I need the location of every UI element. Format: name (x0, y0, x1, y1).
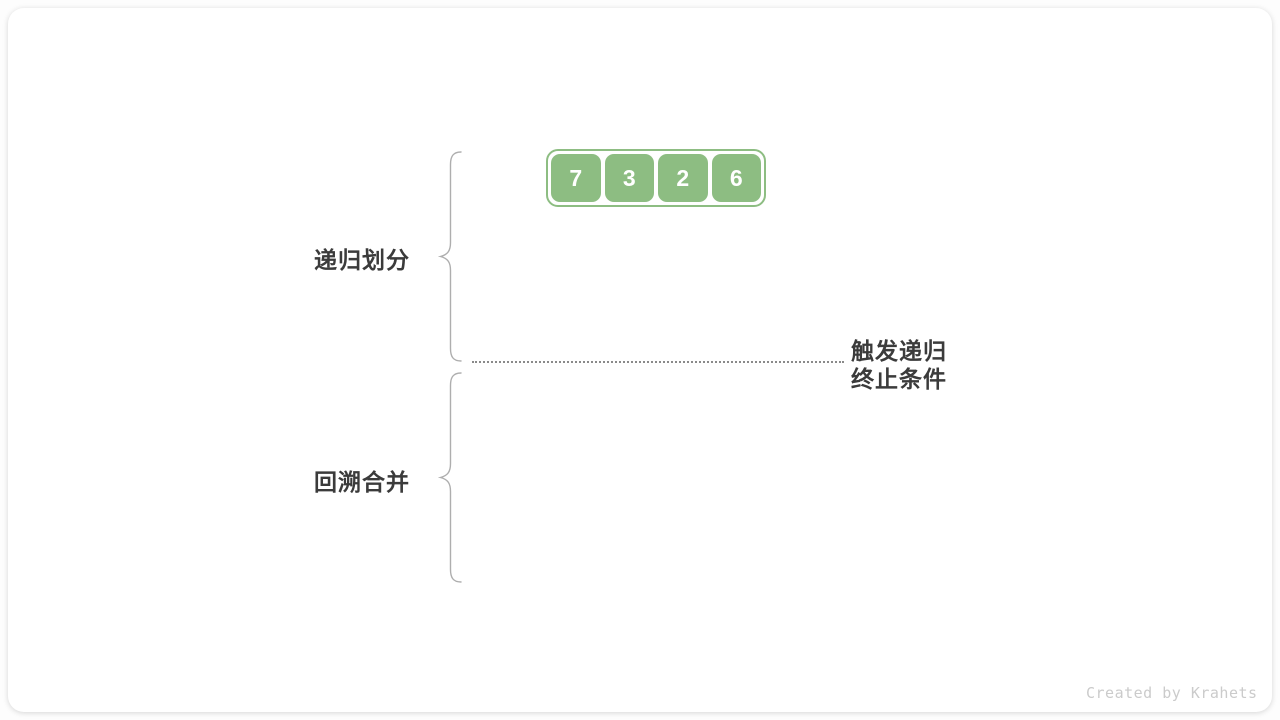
array-container: 7 3 2 6 (546, 149, 766, 207)
label-termination-line2: 终止条件 (851, 366, 947, 392)
termination-dotted-line (472, 361, 844, 363)
label-backtrack-merge: 回溯合并 (314, 469, 410, 495)
watermark-credit: Created by Krahets (1086, 684, 1258, 702)
brace-backtrack-merge (437, 372, 462, 583)
array-cell: 7 (551, 154, 601, 202)
array-cell: 2 (658, 154, 708, 202)
array-cell: 3 (604, 154, 654, 202)
brace-recursive-partition (437, 151, 462, 362)
label-recursive-partition: 递归划分 (314, 247, 410, 273)
array-cell: 6 (711, 154, 761, 202)
label-termination-condition: 触发递归 终止条件 (851, 337, 947, 393)
diagram-card: 递归划分 回溯合并 7 3 2 6 触发递归 终止条件 Created by K… (8, 8, 1272, 712)
label-termination-line1: 触发递归 (851, 338, 947, 364)
